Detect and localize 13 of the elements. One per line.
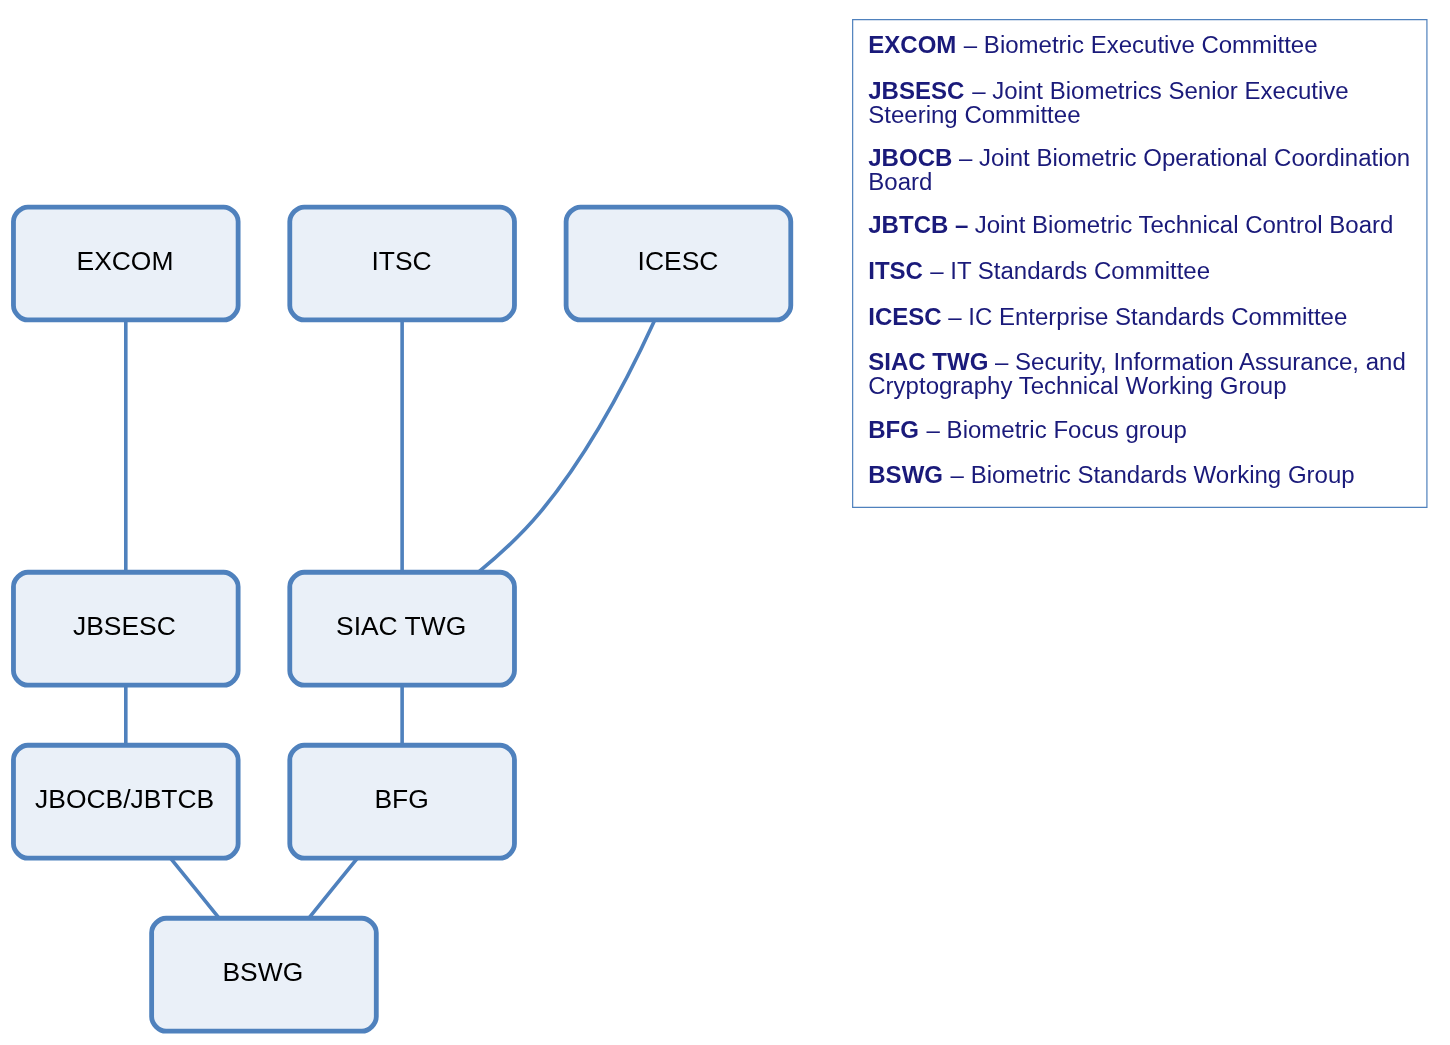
- connector: [400, 684, 404, 745]
- node-box: SIAC TWG: [287, 569, 517, 688]
- node-box: ITSC: [287, 204, 517, 322]
- node-box: EXCOM – Biometric Executive Committee JBSESC – Joint Biometrics Senior Executive Steering Committee JBOCB – Joint Biometric Operational Coordination Board JBTCB – Joint Biometric Technical Control Board ITSC – IT Standards Committee ICESC – IC Enterprise Standards Committee SIAC TWG – Security, Information Assurance, and Cryptography Technical Working Group BFG – Biometric Focus group BSWG – Biometric Standards Working Group: [852, 18, 1428, 508]
- connector: [124, 319, 128, 572]
- node-box: EXCOM: [11, 204, 241, 322]
- connector: [400, 319, 404, 572]
- connector: [124, 684, 128, 745]
- node-box: BFG: [287, 742, 517, 861]
- node-box: ICESC: [563, 204, 794, 322]
- node-box: BSWG: [149, 915, 379, 1034]
- node-box: JBSESC: [11, 569, 241, 688]
- node-box: JBOCB/JBTCB: [11, 742, 241, 861]
